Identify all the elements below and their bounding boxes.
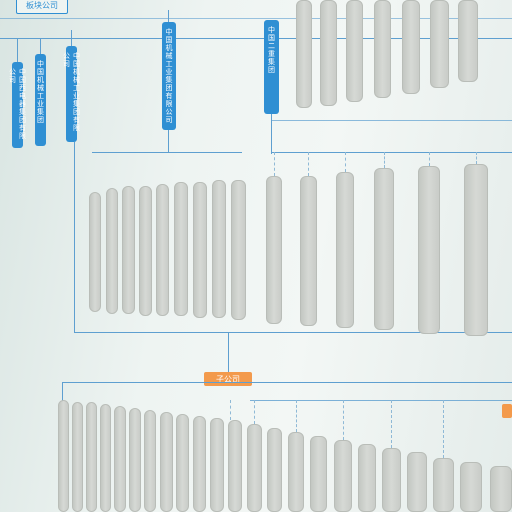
company-pill [231,180,246,320]
group-company-box: 中国机械工业集团有限公司 [162,22,176,130]
company-pill [114,406,126,512]
dashed-connector [230,400,231,420]
company-pill [176,414,189,512]
company-pill [267,428,282,512]
connector-line [74,142,75,332]
company-pill [228,420,242,512]
company-pill [129,408,141,512]
dashed-connector [429,152,430,166]
group-company-box: 中国西电器集团有限公司 [9,62,27,148]
company-pill [122,186,135,314]
company-pill [193,182,207,318]
group-company-box: 中国机械工业集团有限公司 [63,46,81,142]
connector-line [168,10,169,22]
group-company-box: 中国二重集团 [264,20,279,114]
company-pill [139,186,152,316]
connector-line [92,152,242,153]
company-pill [430,0,449,88]
company-pill [72,402,83,512]
company-pill [100,404,111,512]
company-pill [156,184,169,316]
connector-line [271,152,512,153]
connector-line [271,114,272,154]
dashed-connector [254,400,255,424]
sector-companies-label: 板块公司 [16,0,68,14]
connector-line [17,38,18,62]
company-pill [402,0,420,94]
company-pill [58,400,69,512]
company-pill [458,0,478,82]
company-pill [106,188,118,314]
company-pill [374,168,394,330]
connector-line [228,332,229,372]
company-pill [300,176,317,326]
company-pill [407,452,427,512]
connector-line [62,382,63,402]
company-pill [490,466,512,512]
company-pill [336,172,354,328]
group-company-box: 中国机械工业集团 [35,54,46,146]
dashed-connector [476,152,477,164]
company-pill [86,402,97,512]
company-pill [288,432,304,512]
connector-line [71,30,72,46]
company-pill [320,0,337,106]
dashed-connector [443,400,444,458]
company-pill [212,180,226,318]
connector-line [271,120,512,121]
company-pill [374,0,391,98]
company-pill [346,0,363,102]
connector-line [0,38,512,39]
company-pill [247,424,262,512]
company-pill [334,440,352,512]
dashed-connector [391,400,392,448]
company-pill [160,412,173,512]
dashed-connector [345,152,346,172]
company-pill [174,182,188,316]
company-pill [433,458,454,512]
company-pill [464,164,488,336]
company-pill [144,410,156,512]
company-pill [310,436,327,512]
dashed-connector [308,152,309,176]
dashed-connector [384,152,385,168]
company-pill [382,448,401,512]
company-pill [460,462,482,512]
dashed-connector [343,400,344,440]
connector-line [40,38,41,54]
connector-line [0,18,512,19]
connector-line [62,382,512,383]
connector-line [74,332,512,333]
company-pill [358,444,376,512]
company-pill [266,176,282,324]
company-pill [210,418,224,512]
orange-marker [502,404,512,418]
company-pill [418,166,440,334]
company-pill [296,0,312,108]
dashed-connector [296,400,297,432]
connector-line [168,130,169,152]
connector-line [250,400,512,401]
company-pill [89,192,101,312]
subsidiary-label: 子公司 [204,372,252,386]
company-pill [193,416,206,512]
dashed-connector [274,152,275,176]
